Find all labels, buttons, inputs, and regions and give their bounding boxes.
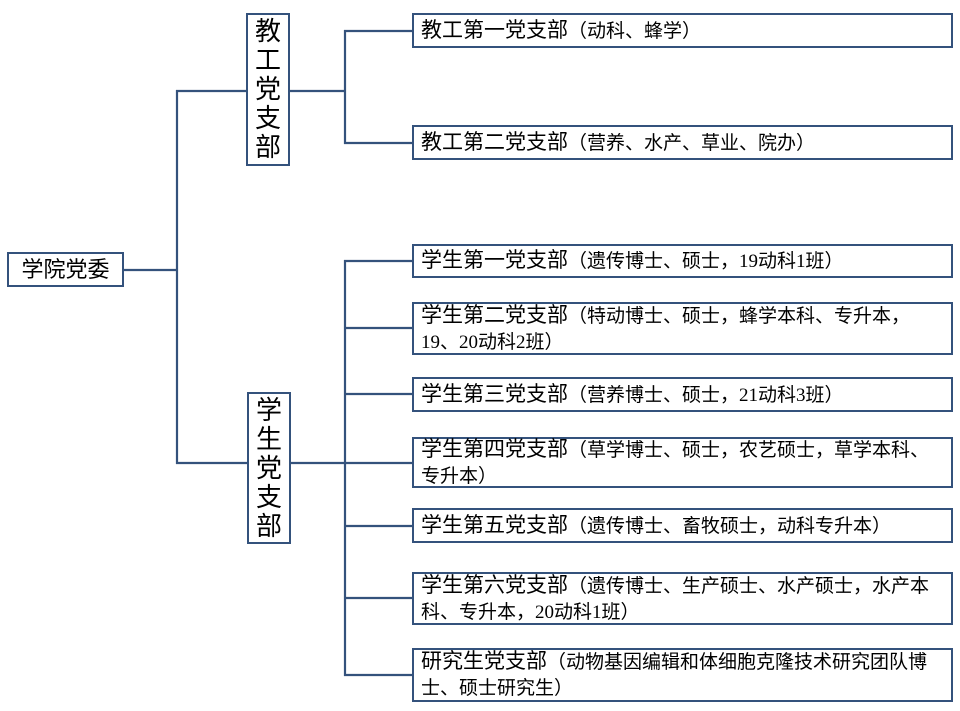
branch-name: 学生第四党支部: [421, 436, 568, 461]
group-label-faculty: 教工党支部: [254, 17, 281, 162]
branch-detail: （草学博士、硕士，农艺硕士，草学本科、专升本）: [421, 439, 930, 487]
branch-detail: （营养、水产、草业、院办）: [568, 132, 816, 154]
branch-name: 教工第一党支部: [421, 17, 568, 42]
branch-name: 教工第二党支部: [421, 129, 568, 154]
branch-box-student-2: 学生第二党支部（特动博士、硕士，蜂学本科、专升本，19、20动科2班）: [412, 302, 953, 355]
branch-box-student-5: 学生第五党支部（遗传博士、畜牧硕士，动科专升本）: [412, 508, 953, 543]
branch-detail: （遗传博士、畜牧硕士，动科专升本）: [568, 515, 892, 537]
branch-name: 学生第六党支部: [421, 572, 568, 597]
branch-name: 学生第五党支部: [421, 512, 568, 537]
branch-box-faculty-2: 教工第二党支部（营养、水产、草业、院办）: [412, 125, 953, 160]
root-label: 学院党委: [21, 256, 110, 282]
root-box: 学院党委: [7, 252, 124, 287]
branch-name: 学生第一党支部: [421, 248, 568, 272]
branch-detail: （遗传博士、生产硕士、水产硕士，水产本科、专升本，20动科1班）: [421, 575, 930, 623]
branch-box-faculty-1: 教工第一党支部（动科、蜂学）: [412, 13, 953, 48]
branch-detail: （遗传博士、硕士，19动科1班）: [568, 251, 844, 272]
branch-box-graduate: 研究生党支部（动物基因编辑和体细胞克隆技术研究团队博士、硕士研究生）: [412, 648, 953, 702]
branch-name: 学生第三党支部: [421, 381, 568, 406]
branch-name: 研究生党支部: [421, 649, 547, 673]
branch-box-student-1: 学生第一党支部（遗传博士、硕士，19动科1班）: [412, 244, 953, 278]
group-box-faculty: 教工党支部: [246, 13, 290, 166]
branch-box-student-4: 学生第四党支部（草学博士、硕士，农艺硕士，草学本科、专升本）: [412, 437, 953, 488]
branch-detail: （营养博士、硕士，21动科3班）: [568, 384, 844, 406]
branch-detail: （动物基因编辑和体细胞克隆技术研究团队博士、硕士研究生）: [421, 652, 928, 699]
branch-detail: （动科、蜂学）: [568, 20, 702, 42]
branch-name: 学生第二党支部: [421, 302, 568, 327]
branch-detail: （特动博士、硕士，蜂学本科、专升本，19、20动科2班）: [421, 305, 911, 353]
branch-box-student-3: 学生第三党支部（营养博士、硕士，21动科3班）: [412, 377, 953, 412]
branch-box-student-6: 学生第六党支部（遗传博士、生产硕士、水产硕士，水产本科、专升本，20动科1班）: [412, 572, 953, 625]
group-label-student: 学生党支部: [255, 395, 282, 541]
group-box-student: 学生党支部: [247, 392, 291, 544]
